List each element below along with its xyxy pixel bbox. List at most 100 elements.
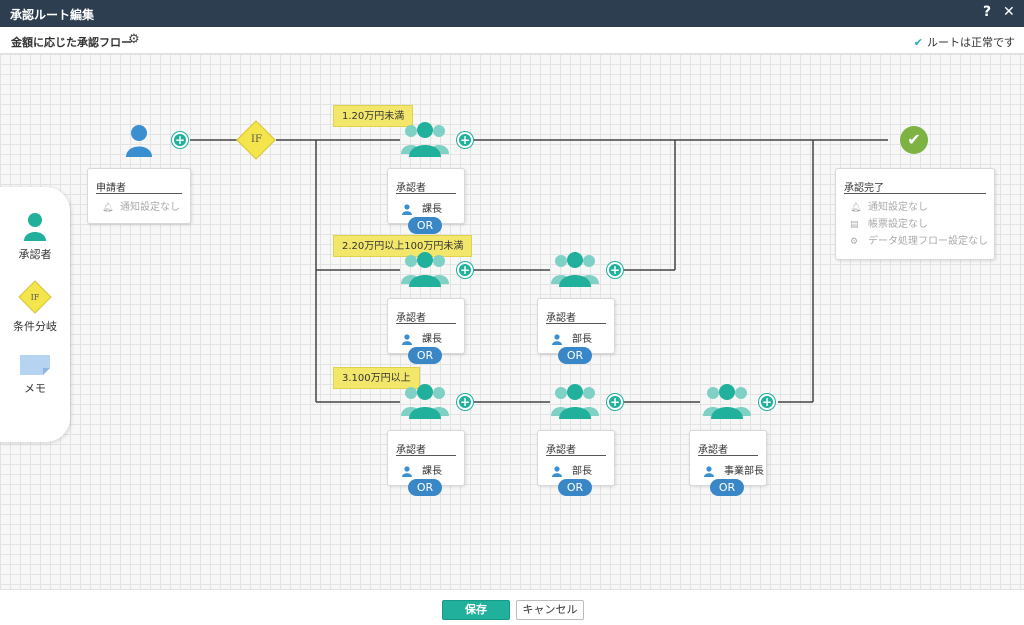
add-node-button[interactable]: + (172, 132, 188, 148)
approver-title: 承認者 (396, 313, 426, 324)
check-icon: ✔ (913, 36, 923, 49)
or-button[interactable]: OR (558, 347, 592, 364)
approver-title: 承認者 (698, 445, 728, 456)
approver-group-icon[interactable] (401, 252, 449, 291)
approver-person-name: 課長 (422, 334, 442, 345)
add-node-button[interactable]: + (607, 262, 623, 278)
approver-person: 部長 (552, 462, 592, 477)
approver-person: 課長 (402, 462, 442, 477)
approver-group-icon[interactable] (401, 384, 449, 423)
complete-notify: 🔔︎ 通知設定なし (850, 198, 928, 213)
if-node-label: IF (251, 134, 262, 145)
approver-card[interactable]: 承認者事業部長 (689, 430, 767, 486)
card-divider (96, 193, 182, 194)
condition-label-1[interactable]: 1.20万円未満 (333, 105, 414, 127)
approver-person-name: 課長 (422, 466, 442, 477)
help-button[interactable]: ? (983, 4, 992, 20)
approver-title: 承認者 (546, 313, 576, 324)
connector-lines (190, 139, 888, 403)
approver-card[interactable]: 承認者課長 (387, 298, 465, 354)
palette-condition-label: 条件分岐 (13, 320, 57, 333)
card-divider (546, 455, 606, 456)
condition-label-3[interactable]: 3.100万円以上 (333, 367, 420, 389)
save-button[interactable]: 保存 (442, 600, 510, 620)
close-button[interactable]: ✕ (1003, 4, 1015, 20)
approver-person: 課長 (402, 200, 442, 215)
bell-icon: 🔔︎ (102, 203, 114, 213)
complete-data-flow-text: データ処理フロー設定なし (868, 236, 988, 247)
palette-condition[interactable]: IF 条件分岐 (0, 280, 70, 334)
approver-group-icon[interactable] (401, 122, 449, 161)
applicant-notify: 🔔︎ 通知設定なし (102, 198, 180, 213)
window-title: 承認ルート編集 (10, 8, 95, 22)
add-node-button[interactable]: + (457, 132, 473, 148)
approver-card[interactable]: 承認者部長 (537, 430, 615, 486)
complete-notify-text: 通知設定なし (868, 202, 928, 213)
person-icon (552, 465, 562, 477)
flow-name: 金額に応じた承認フロー (11, 36, 132, 49)
palette-approver-label: 承認者 (18, 248, 52, 261)
approver-group-icon[interactable] (551, 384, 599, 423)
or-button[interactable]: OR (408, 347, 442, 364)
card-divider (546, 323, 606, 324)
palette-memo[interactable]: メモ (0, 354, 70, 396)
complete-form-text: 帳票設定なし (868, 219, 928, 230)
or-button[interactable]: OR (710, 479, 744, 496)
cancel-button[interactable]: キャンセル (516, 600, 584, 620)
route-status-text: ルートは正常です (927, 36, 1015, 49)
approver-person-name: 部長 (572, 334, 592, 345)
node-palette: 承認者 IF 条件分岐 メモ (0, 187, 70, 442)
applicant-card[interactable]: 申請者 🔔︎ 通知設定なし (87, 168, 191, 224)
if-diamond-icon: IF (18, 280, 52, 314)
person-icon (402, 203, 412, 215)
approver-group-icon[interactable] (703, 384, 751, 423)
palette-memo-label: メモ (24, 382, 46, 395)
if-diamond-text: IF (31, 293, 40, 302)
window-titlebar: 承認ルート編集 ? ✕ (0, 0, 1024, 27)
complete-card[interactable]: 承認完了 🔔︎ 通知設定なし ▤ 帳票設定なし ⚙ データ処理フロー設定なし (835, 168, 995, 260)
condition-label-2[interactable]: 2.20万円以上100万円未満 (333, 235, 473, 257)
document-icon: ▤ (850, 220, 859, 230)
applicant-title: 申請者 (96, 183, 126, 194)
add-node-button[interactable]: + (607, 394, 623, 410)
add-node-button[interactable]: + (457, 394, 473, 410)
card-divider (396, 323, 456, 324)
flow-canvas[interactable]: 承認者 IF 条件分岐 メモ + 申請者 🔔︎通知設定なし IF 1.20万円未 (0, 54, 1024, 589)
approver-person: 部長 (552, 330, 592, 345)
palette-approver[interactable]: 承認者 (0, 212, 70, 262)
applicant-notify-text: 通知設定なし (120, 202, 180, 213)
approver-card[interactable]: 承認者課長 (387, 430, 465, 486)
dialog-footer: 保存 キャンセル (0, 589, 1024, 625)
gears-icon: ⚙ (850, 237, 859, 247)
or-button[interactable]: OR (408, 217, 442, 234)
card-divider (396, 455, 456, 456)
applicant-icon[interactable] (125, 124, 153, 158)
or-button[interactable]: OR (408, 479, 442, 496)
person-icon (402, 333, 412, 345)
card-divider (844, 193, 986, 194)
person-icon (704, 465, 714, 477)
approver-person: 事業部長 (704, 462, 764, 477)
approver-group-icon[interactable] (551, 252, 599, 291)
approver-title: 承認者 (396, 445, 426, 456)
add-node-button[interactable]: + (457, 262, 473, 278)
approver-card[interactable]: 承認者課長 (387, 168, 465, 224)
complete-check-icon: ✔ (900, 126, 928, 154)
approver-icon (24, 213, 46, 241)
bell-icon: 🔔︎ (850, 203, 862, 213)
add-node-button[interactable]: + (759, 394, 775, 410)
approver-title: 承認者 (546, 445, 576, 456)
memo-icon (20, 355, 50, 375)
card-divider (698, 455, 758, 456)
approver-person-name: 部長 (572, 466, 592, 477)
complete-title: 承認完了 (844, 183, 884, 194)
complete-form: ▤ 帳票設定なし (850, 215, 928, 230)
route-status: ✔ ルートは正常です (914, 34, 1015, 50)
gear-icon[interactable]: ⚙ (128, 32, 140, 47)
approver-person-name: 課長 (422, 204, 442, 215)
approver-person-name: 事業部長 (724, 466, 764, 477)
approver-card[interactable]: 承認者部長 (537, 298, 615, 354)
person-icon (552, 333, 562, 345)
complete-data-flow: ⚙ データ処理フロー設定なし (850, 232, 988, 247)
or-button[interactable]: OR (558, 479, 592, 496)
